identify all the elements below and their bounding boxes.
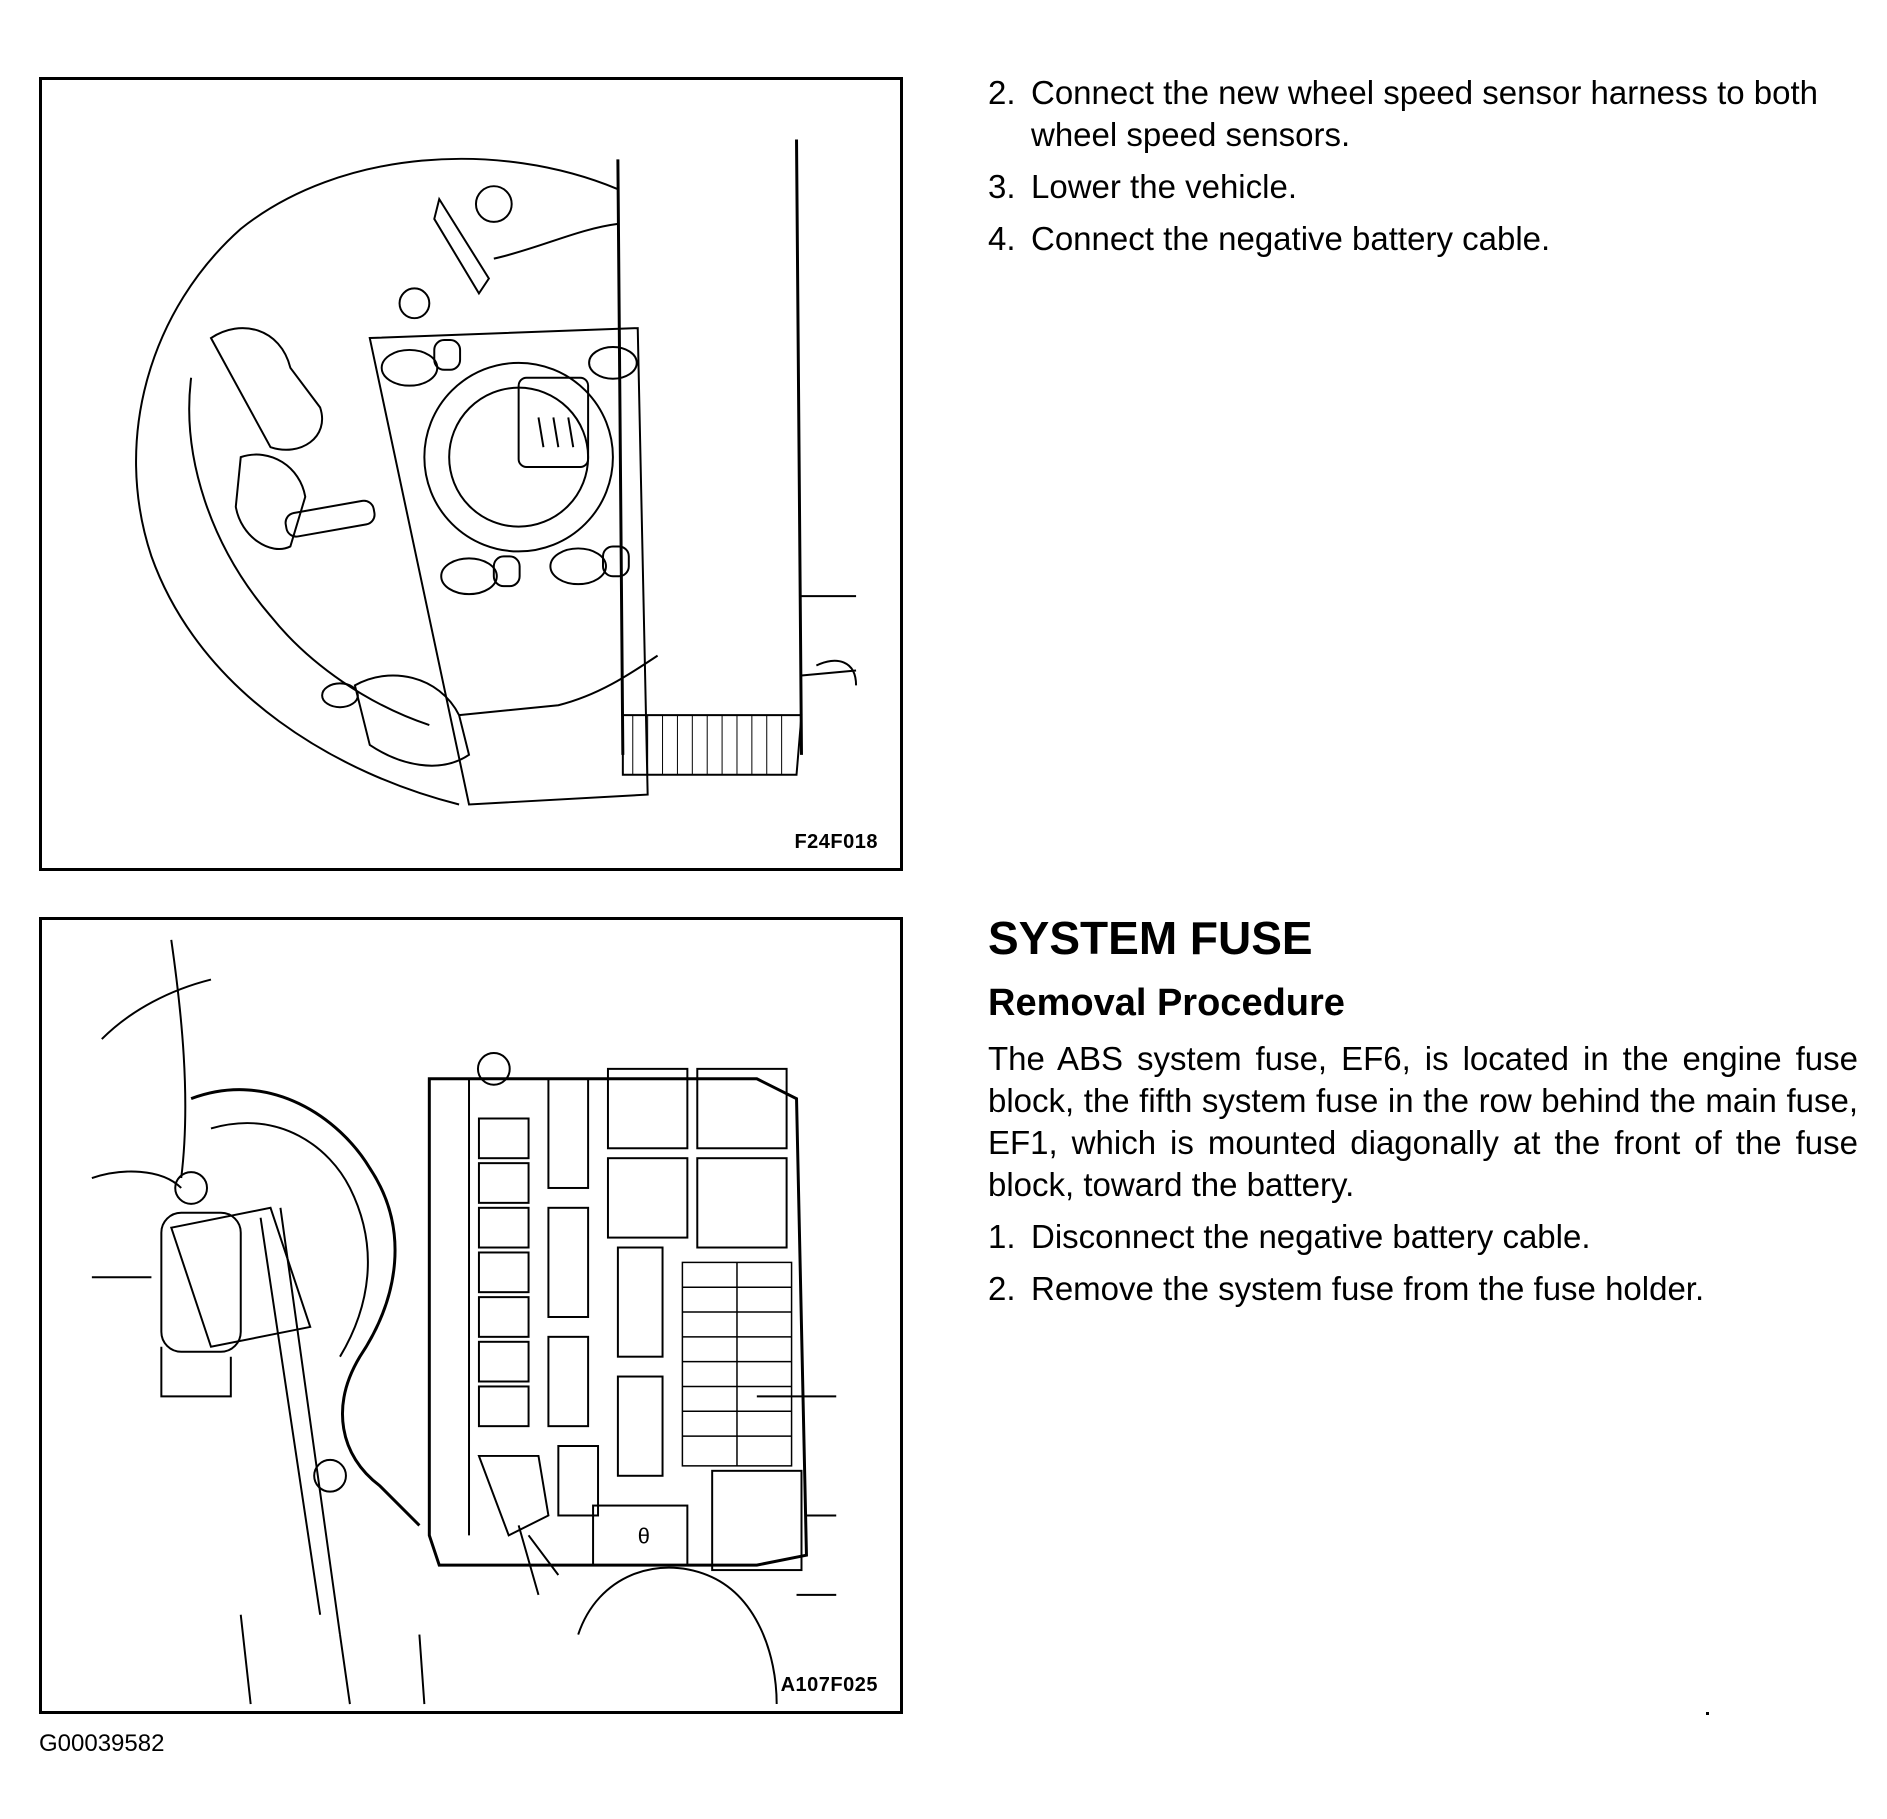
step-text: Lower the vehicle. <box>1031 168 1297 205</box>
system-fuse-section: SYSTEM FUSE Removal Procedure The ABS sy… <box>988 910 1858 1320</box>
stray-dot <box>1706 1712 1709 1715</box>
figure-code: F24F018 <box>794 831 878 853</box>
document-id: G00039582 <box>39 1730 165 1757</box>
step-item: 1. Disconnect the negative battery cable… <box>988 1216 1858 1258</box>
step-number: 1. <box>988 1218 1016 1255</box>
figure-fuse-block: θ A107F025 <box>39 917 903 1714</box>
step-text: Disconnect the negative battery cable. <box>1031 1218 1591 1255</box>
svg-text:θ: θ <box>638 1523 650 1548</box>
step-number: 2. <box>988 74 1016 111</box>
figure-code: A107F025 <box>780 1674 878 1696</box>
step-text: Connect the new wheel speed sensor harne… <box>1031 74 1819 153</box>
step-item: 2. Remove the system fuse from the fuse … <box>988 1268 1858 1310</box>
step-number: 2. <box>988 1270 1016 1307</box>
section-subtitle: Removal Procedure <box>988 982 1345 1024</box>
step-number: 3. <box>988 168 1016 205</box>
section-paragraph: The ABS system fuse, EF6, is located in … <box>988 1040 1858 1203</box>
step-item: 3. Lower the vehicle. <box>988 166 1858 208</box>
step-item: 2. Connect the new wheel speed sensor ha… <box>988 72 1858 156</box>
step-item: 4. Connect the negative battery cable. <box>988 218 1858 260</box>
wheel-hub-illustration <box>135 139 858 806</box>
step-text: Connect the negative battery cable. <box>1031 220 1551 257</box>
fuse-block-illustration: θ <box>91 939 837 1705</box>
figure-wheel-speed-sensor: F24F018 <box>39 77 903 871</box>
installation-steps: 2. Connect the new wheel speed sensor ha… <box>988 72 1858 270</box>
step-text: Remove the system fuse from the fuse hol… <box>1031 1270 1705 1307</box>
section-title: SYSTEM FUSE <box>988 912 1313 964</box>
step-number: 4. <box>988 220 1016 257</box>
